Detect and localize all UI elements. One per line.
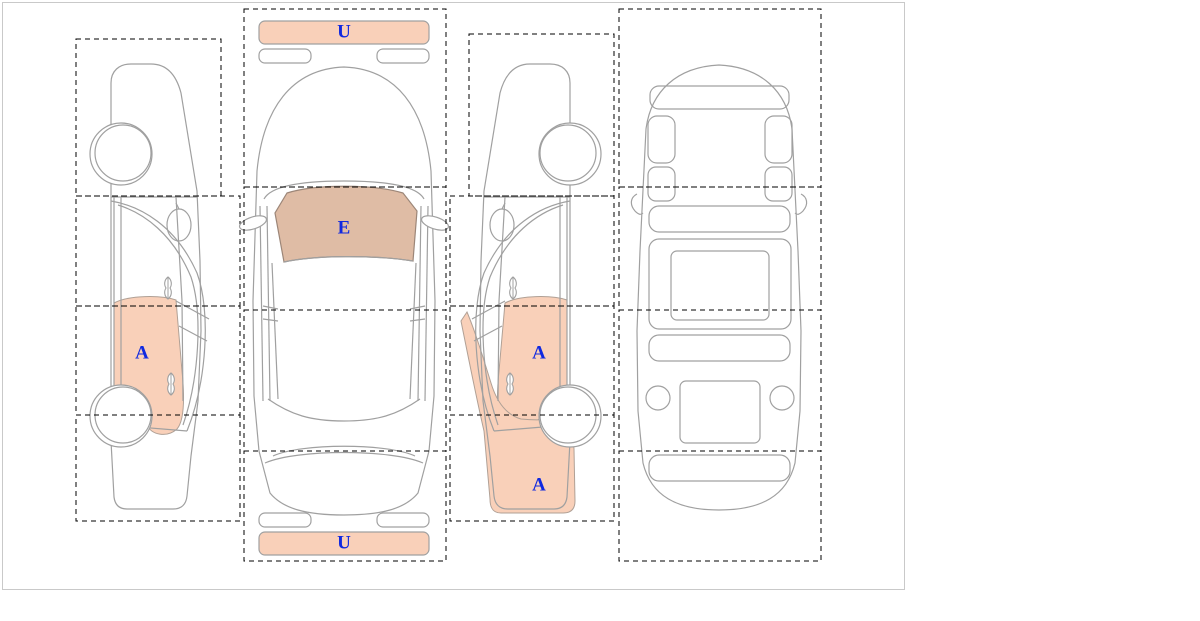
damage-label-A-fender: A xyxy=(532,474,546,495)
damage-label-U-front: U xyxy=(337,21,351,42)
top-view-zone-grid xyxy=(243,8,447,562)
right-side-view: A A xyxy=(449,33,615,522)
damage-area-front-bumper xyxy=(258,20,430,45)
right-side-wheels xyxy=(538,122,602,448)
underbody-zone-grid xyxy=(618,8,822,562)
underbody-view xyxy=(618,8,822,562)
damage-area-right-fender xyxy=(460,310,576,514)
left-side-view: A xyxy=(75,38,241,522)
damage-label-A-door: A xyxy=(532,342,546,363)
damage-label-U-rear: U xyxy=(337,532,351,553)
damage-label-A: A xyxy=(135,342,149,363)
top-view: U E U xyxy=(238,8,450,562)
damage-area-rear-bumper xyxy=(258,531,430,556)
damage-label-E: E xyxy=(338,217,351,238)
right-side-zone-grid xyxy=(449,33,615,522)
vehicle-damage-svg: A xyxy=(75,8,822,562)
top-view-mirrors xyxy=(238,215,450,231)
top-view-lamps xyxy=(258,48,430,528)
underbody-outline xyxy=(630,64,808,511)
left-side-zone-grid xyxy=(75,38,241,522)
top-view-body-outline xyxy=(252,66,436,516)
diagram-frame: A xyxy=(2,2,905,590)
